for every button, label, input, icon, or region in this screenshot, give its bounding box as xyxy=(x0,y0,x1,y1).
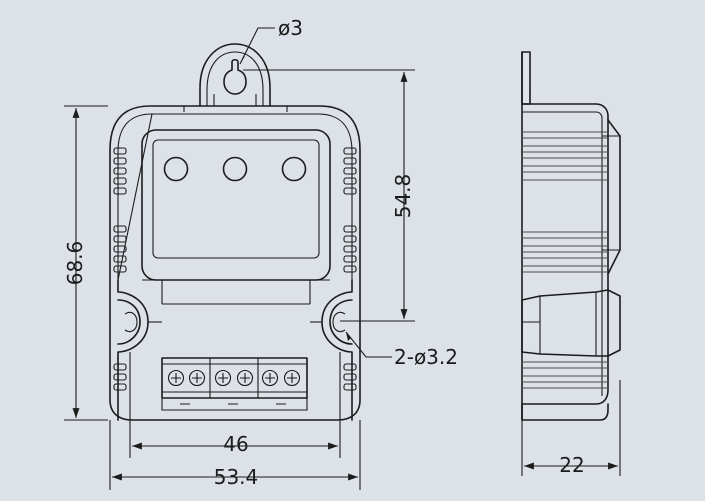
label-total-height: 68.6 xyxy=(63,241,87,286)
side-terminal xyxy=(521,289,621,357)
dimension-lines xyxy=(64,27,621,490)
mount-slot-right xyxy=(310,279,353,421)
label-inner-width: 46 xyxy=(223,432,248,456)
hanger-tab xyxy=(199,43,271,107)
right-ribs xyxy=(343,147,357,391)
indicator-panel xyxy=(141,129,331,281)
hole-leader xyxy=(239,27,275,65)
housing-outline xyxy=(109,105,361,421)
label-total-width: 53.4 xyxy=(214,465,259,489)
left-ribs xyxy=(113,147,127,391)
side-view xyxy=(521,51,621,421)
terminal-block xyxy=(161,357,308,411)
mount-slot-left xyxy=(117,279,162,421)
side-mount-plate xyxy=(521,51,531,105)
terminal-screws xyxy=(167,369,301,387)
led-indicator-3 xyxy=(281,156,307,182)
label-hole-dia: ø3 xyxy=(278,16,303,40)
housing-inner-outline xyxy=(117,113,353,281)
label-depth: 22 xyxy=(559,453,584,477)
front-view xyxy=(109,43,361,421)
keyhole xyxy=(223,58,247,95)
label-hole-spacing: 54.8 xyxy=(391,174,415,219)
mount-hole-leader xyxy=(345,331,392,358)
led-indicator-1 xyxy=(163,156,189,182)
side-body xyxy=(521,103,609,405)
label-mount-holes: 2-ø3.2 xyxy=(394,345,458,369)
led-indicator-2 xyxy=(222,156,248,182)
side-ribs xyxy=(522,131,608,389)
